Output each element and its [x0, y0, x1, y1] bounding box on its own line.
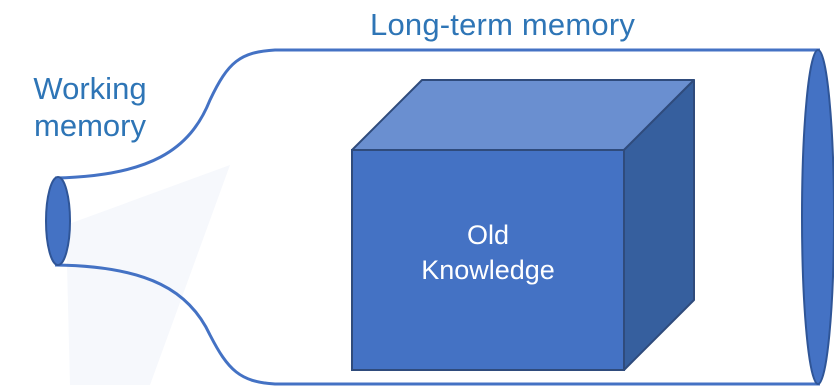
cube-front-face — [351, 149, 625, 371]
old-knowledge-label: Old Knowledge — [352, 218, 624, 288]
old-knowledge-line2: Knowledge — [421, 255, 555, 286]
working-memory-label: Working memory — [9, 70, 171, 144]
bottle-top-outline — [54, 48, 820, 180]
neck-shading — [66, 165, 230, 385]
working-memory-label-line1: Working — [33, 71, 147, 106]
long-term-memory-label: Long-term memory — [370, 7, 636, 42]
working-memory-label-line2: memory — [34, 108, 146, 144]
bottle-end-opening — [801, 49, 834, 385]
neck-opening — [45, 176, 71, 266]
bottle-bottom-outline — [54, 263, 820, 386]
old-knowledge-line1: Old — [466, 220, 510, 250]
